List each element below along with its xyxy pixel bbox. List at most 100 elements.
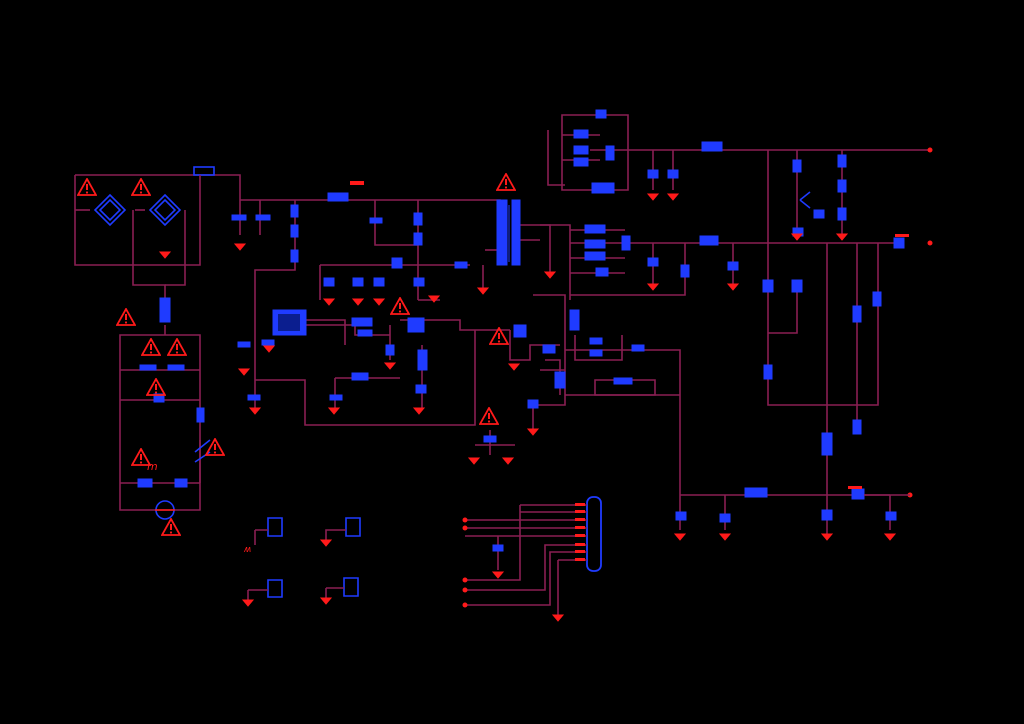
capacitor xyxy=(415,384,427,394)
ground-icon xyxy=(477,287,489,295)
ground-icon xyxy=(328,407,340,415)
ground-icon xyxy=(263,345,275,353)
transformer-icon xyxy=(496,199,521,266)
warning-triangle-icon xyxy=(77,178,97,196)
capacitor xyxy=(589,337,603,345)
ground-icon xyxy=(320,539,332,547)
capacitor xyxy=(813,209,825,219)
connector-pins xyxy=(575,503,585,561)
resistor xyxy=(290,224,299,238)
resistor xyxy=(554,371,566,389)
capacitor xyxy=(492,544,504,552)
capacitor xyxy=(255,214,271,221)
diode xyxy=(573,129,589,139)
secondary-section xyxy=(540,109,933,541)
ground-icon xyxy=(373,298,385,306)
ground-icon xyxy=(836,233,848,241)
ground-icon xyxy=(352,298,364,306)
capacitor xyxy=(595,267,609,277)
capacitor xyxy=(139,364,157,371)
capacitor xyxy=(667,169,679,179)
capacitor xyxy=(261,339,275,346)
capacitor xyxy=(369,217,383,224)
bridge-rectifier-1 xyxy=(93,193,127,227)
ground-icon xyxy=(674,533,686,541)
capacitor xyxy=(621,235,631,251)
capacitor xyxy=(167,364,185,371)
resistor xyxy=(290,204,299,218)
capacitor xyxy=(791,279,803,293)
output-inductor xyxy=(699,235,719,246)
capacitor xyxy=(174,478,188,488)
ground-icon xyxy=(667,193,679,201)
primary-section xyxy=(231,173,556,426)
ground-icon xyxy=(492,571,504,579)
input-section: m xyxy=(74,166,241,536)
capacitor xyxy=(237,341,251,348)
ground-icon xyxy=(647,193,659,201)
warning-triangle-icon xyxy=(479,407,499,425)
diode xyxy=(584,251,606,261)
transistor xyxy=(799,191,811,209)
warning-triangle-icon xyxy=(496,173,516,191)
capacitor xyxy=(589,349,603,357)
heatsink-icon xyxy=(343,577,359,597)
resistor xyxy=(763,364,773,380)
output-terminal xyxy=(927,147,933,153)
resistor xyxy=(351,372,369,381)
output-terminal xyxy=(927,240,933,246)
marker xyxy=(895,234,909,237)
warning-triangle-icon xyxy=(146,378,166,396)
capacitor xyxy=(821,509,833,521)
capacitor xyxy=(631,344,645,352)
output-inductor xyxy=(701,141,723,152)
heatsink-icon xyxy=(345,517,361,537)
resistor xyxy=(852,419,862,435)
resistor xyxy=(542,344,556,354)
ground-icon xyxy=(544,271,556,279)
ic-chip-icon xyxy=(272,309,307,336)
ground-icon xyxy=(552,614,564,622)
resistor xyxy=(290,249,299,263)
resistor xyxy=(413,232,423,246)
resistor xyxy=(680,264,690,278)
common-mode-choke xyxy=(159,297,171,323)
ground-icon xyxy=(413,407,425,415)
optocoupler xyxy=(513,324,527,338)
ground-icon xyxy=(238,368,250,376)
resistor xyxy=(327,192,349,202)
ground-icon xyxy=(647,283,659,291)
dual-diode xyxy=(591,182,615,194)
diode xyxy=(391,257,403,269)
resistor xyxy=(569,309,580,331)
capacitor xyxy=(137,478,153,488)
connector-header-icon xyxy=(586,496,602,572)
resistor xyxy=(417,349,428,371)
ground-icon xyxy=(428,295,440,303)
diode xyxy=(584,239,606,249)
warning-triangle-icon xyxy=(161,518,181,536)
capacitor xyxy=(613,377,633,385)
transistor xyxy=(351,317,373,327)
mosfet xyxy=(407,317,425,333)
resistor xyxy=(385,344,395,356)
ground-icon xyxy=(242,599,254,607)
ground-icon xyxy=(791,233,803,241)
output-switch xyxy=(893,237,905,249)
capacitor xyxy=(885,511,897,521)
ground-icon xyxy=(468,457,480,465)
resistor xyxy=(357,329,373,337)
resistor xyxy=(852,305,862,323)
ground-icon xyxy=(249,407,261,415)
capacitor xyxy=(329,394,343,401)
capacitor xyxy=(595,109,607,119)
chassis-ground-mark: ʍ xyxy=(243,545,251,555)
output-switch xyxy=(851,488,865,500)
resistor xyxy=(413,212,423,226)
capacitor xyxy=(373,277,385,287)
warning-triangle-icon xyxy=(141,338,161,356)
ground-icon xyxy=(508,363,520,371)
heatsink-symbols: ʍ xyxy=(242,517,361,607)
warning-triangle-icon xyxy=(116,308,136,326)
resistor xyxy=(872,291,882,307)
